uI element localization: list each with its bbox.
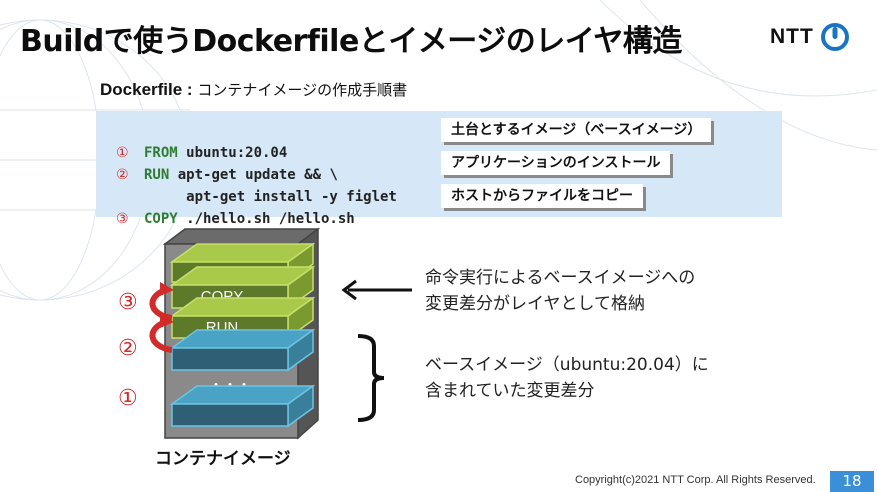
top-caption: 命令実行によるベースイメージへの 変更差分がレイヤとして格納 bbox=[425, 265, 695, 317]
code-text: ./hello.sh /hello.sh bbox=[177, 211, 355, 227]
code-block: ① FROM ubuntu:20.04 ② RUN apt-get update &&… bbox=[116, 120, 397, 230]
bottom-caption: ベースイメージ（ubuntu:20.04）に 含まれていた変更差分 bbox=[425, 352, 709, 404]
bottom-caption-line-2: 含まれていた変更差分 bbox=[425, 381, 595, 401]
subtitle-rest: コンテナイメージの作成手順書 bbox=[192, 81, 408, 99]
page-title: Buildで使うDockerfileとイメージのレイヤ構造 bbox=[20, 24, 682, 59]
code-keyword: FROM bbox=[144, 145, 178, 161]
base-layers-bracket bbox=[357, 334, 385, 422]
note-copy-file: ホストからファイルをコピー bbox=[441, 184, 643, 208]
code-keyword: RUN bbox=[144, 167, 170, 183]
copyright-footer: Copyright(c)2021 NTT Corp. All Rights Re… bbox=[575, 474, 816, 486]
subtitle-bold: Dockerfile : bbox=[100, 80, 193, 99]
code-text: apt-get install -y figlet bbox=[144, 189, 397, 205]
copy-arrowhead-icon bbox=[160, 282, 174, 296]
code-line-3: apt-get install -y figlet bbox=[116, 186, 397, 208]
step-2-marker: ② bbox=[118, 336, 138, 361]
run-arrowhead-icon bbox=[160, 314, 174, 328]
step-number: ③ bbox=[116, 211, 129, 227]
base-layer-bottom bbox=[169, 384, 316, 428]
step-number: ② bbox=[116, 167, 129, 183]
step-1-marker: ① bbox=[118, 386, 138, 411]
dockerfile-subtitle: Dockerfile : コンテナイメージの作成手順書 bbox=[100, 79, 407, 100]
layer-pointer-arrow bbox=[341, 279, 412, 301]
code-text: apt-get update && \ bbox=[169, 167, 338, 183]
container-image-label: コンテナイメージ bbox=[155, 449, 291, 469]
logo-text: NTT bbox=[770, 25, 814, 48]
base-layer-top bbox=[169, 328, 316, 372]
ntt-mark-icon bbox=[820, 23, 849, 51]
note-app-install: アプリケーションのインストール bbox=[441, 151, 671, 175]
ntt-logo: NTT bbox=[770, 20, 850, 54]
code-text: ubuntu:20.04 bbox=[177, 145, 288, 161]
code-line-1: ① FROM ubuntu:20.04 bbox=[116, 142, 397, 164]
code-line-4: ③ COPY ./hello.sh /hello.sh bbox=[116, 208, 397, 230]
step-number: ① bbox=[116, 145, 129, 161]
top-caption-line-1: 命令実行によるベースイメージへの bbox=[425, 268, 696, 288]
top-caption-line-2: 変更差分がレイヤとして格納 bbox=[425, 294, 645, 314]
page-number: 18 bbox=[830, 471, 874, 492]
bottom-caption-line-1: ベースイメージ（ubuntu:20.04）に bbox=[425, 355, 709, 375]
step-3-marker: ③ bbox=[118, 290, 138, 315]
code-line-2: ② RUN apt-get update && \ bbox=[116, 164, 397, 186]
code-keyword: COPY bbox=[144, 211, 178, 227]
note-base-image: 土台とするイメージ（ベースイメージ） bbox=[441, 118, 712, 142]
